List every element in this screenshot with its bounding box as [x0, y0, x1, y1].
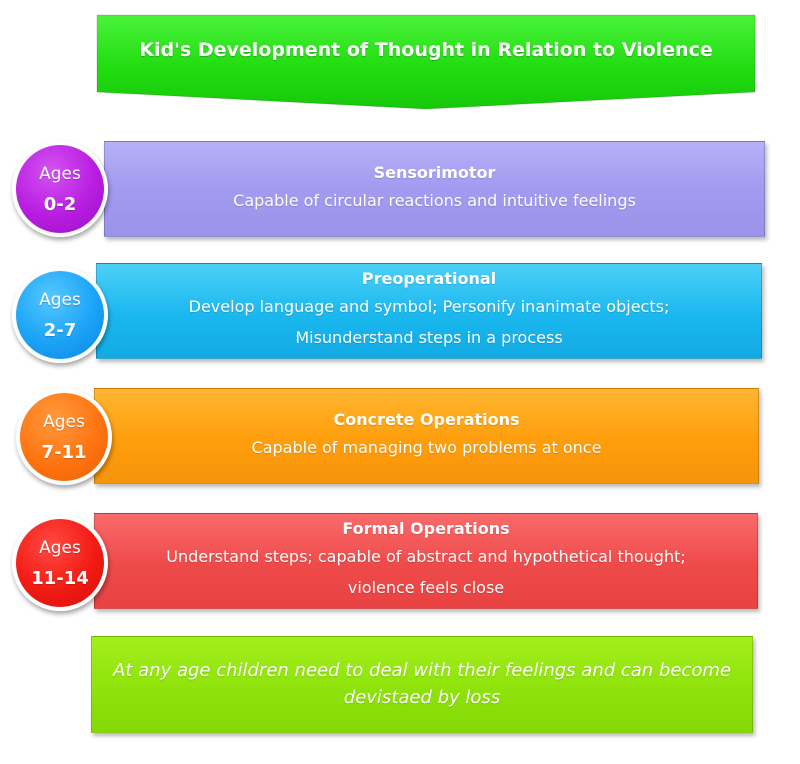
- stage-desc-preoperational-line2: Misunderstand steps in a process: [295, 328, 563, 347]
- age-range: 11-14: [31, 568, 89, 589]
- stage-bar-preoperational: Preoperational Develop language and symb…: [96, 263, 762, 359]
- age-circle-2-7: Ages 2-7: [12, 267, 108, 363]
- stage-bar-formal-operations: Formal Operations Understand steps; capa…: [94, 513, 758, 609]
- stage-bar-sensorimotor: Sensorimotor Capable of circular reactio…: [104, 141, 765, 237]
- age-label: Ages: [43, 412, 85, 432]
- stage-desc-sensorimotor: Capable of circular reactions and intuit…: [233, 191, 636, 210]
- page-title: Kid's Development of Thought in Relation…: [139, 39, 713, 61]
- stage-title-formal-operations: Formal Operations: [342, 519, 510, 538]
- age-range: 2-7: [43, 320, 77, 341]
- summary-note-line1: At any age children need to deal with th…: [113, 660, 731, 681]
- summary-note-box: At any age children need to deal with th…: [91, 636, 753, 733]
- age-range: 7-11: [41, 442, 87, 463]
- stage-desc-concrete-operations: Capable of managing two problems at once: [251, 438, 602, 457]
- age-circle-11-14: Ages 11-14: [12, 515, 108, 611]
- title-chevron-shape: [96, 14, 756, 110]
- age-label: Ages: [39, 538, 81, 558]
- stage-title-preoperational: Preoperational: [361, 269, 497, 288]
- stage-title-concrete-operations: Concrete Operations: [333, 410, 520, 429]
- age-circle-0-2: Ages 0-2: [12, 141, 108, 237]
- stage-desc-formal-operations-line2: violence feels close: [347, 578, 505, 597]
- stage-desc-formal-operations-line1: Understand steps; capable of abstract an…: [166, 547, 686, 566]
- age-range: 0-2: [43, 194, 77, 215]
- title-banner: Kid's Development of Thought in Relation…: [96, 14, 756, 110]
- stage-bar-concrete-operations: Concrete Operations Capable of managing …: [94, 388, 759, 484]
- age-circle-7-11: Ages 7-11: [16, 389, 112, 485]
- summary-note-line2: devistaed by loss: [343, 687, 501, 708]
- stage-desc-preoperational-line1: Develop language and symbol; Personify i…: [188, 297, 670, 316]
- age-label: Ages: [39, 164, 81, 184]
- stage-title-sensorimotor: Sensorimotor: [373, 163, 496, 182]
- age-label: Ages: [39, 290, 81, 310]
